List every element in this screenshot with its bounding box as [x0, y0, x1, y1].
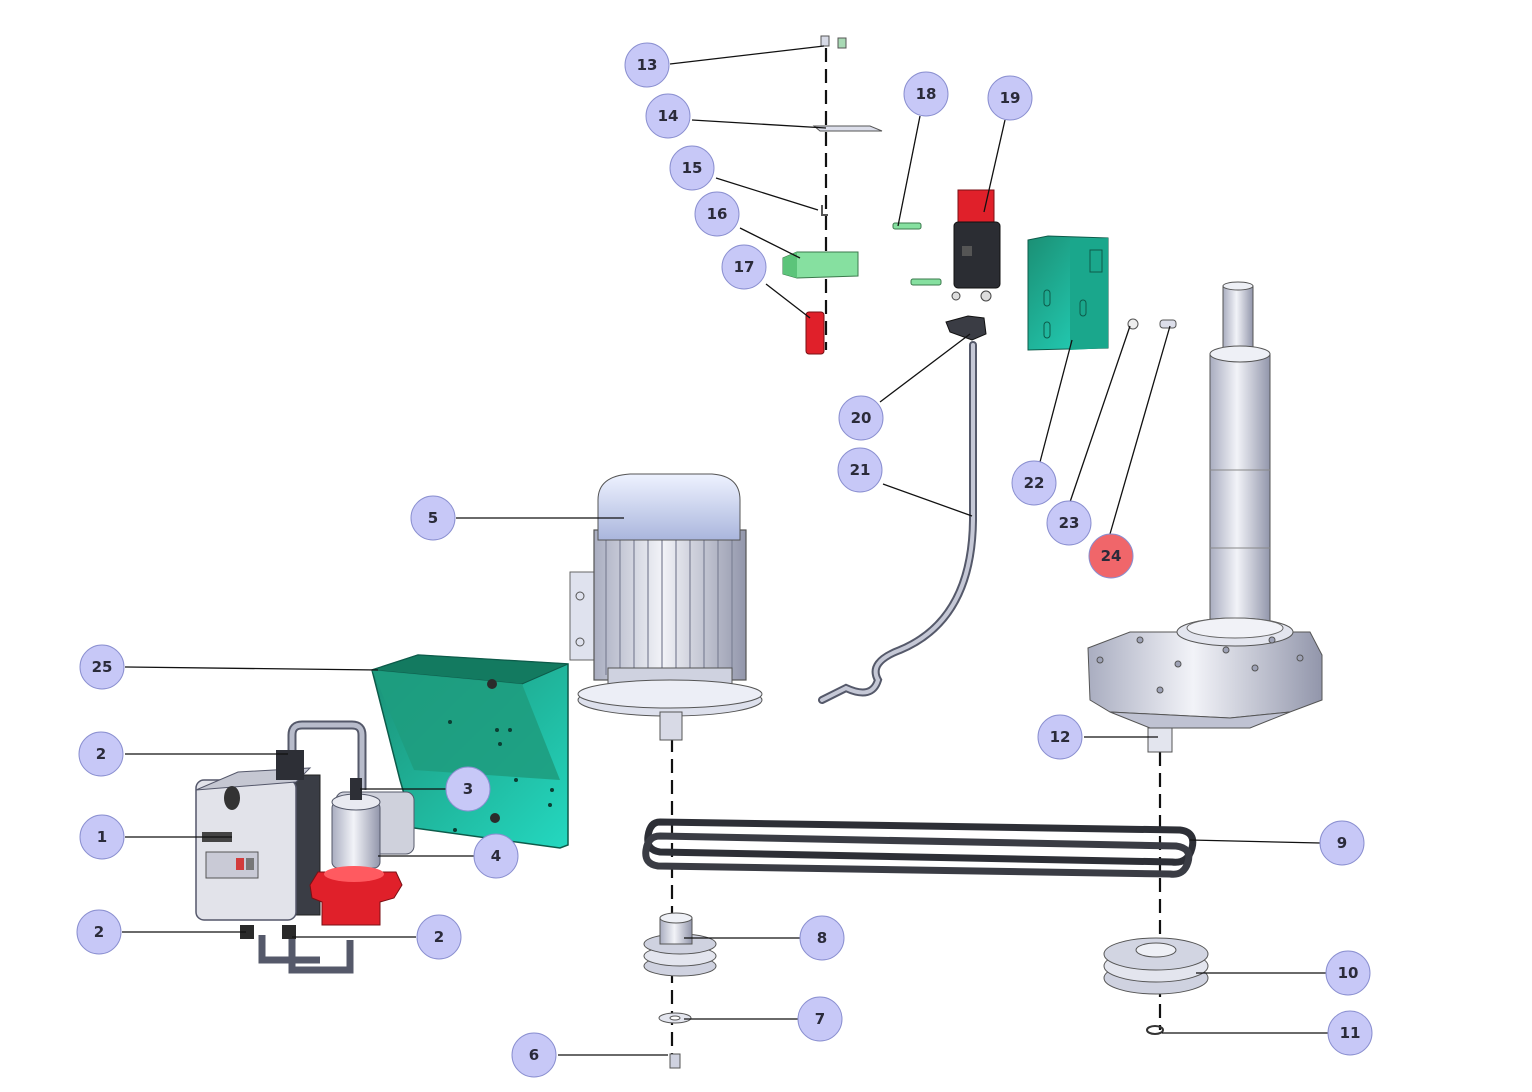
callout-circle: [78, 731, 124, 777]
callout-23: 23: [1046, 500, 1092, 546]
callout-25: 25: [79, 644, 125, 690]
callout-label: 4: [491, 847, 501, 865]
callout-circle: [645, 93, 691, 139]
callout-circle: [721, 244, 767, 290]
motor-pulley: [643, 912, 717, 1069]
callout-circle: [669, 145, 715, 191]
callout-label: 23: [1059, 514, 1080, 532]
callout-label: 15: [682, 159, 703, 177]
safety-switch: [892, 189, 1001, 341]
callout-label: 18: [916, 85, 937, 103]
callout-circle: [79, 644, 125, 690]
callout-21: 21: [837, 447, 883, 493]
lid-assembly: [782, 35, 883, 355]
callout-label: 2: [96, 745, 106, 763]
callout-2: 2: [78, 731, 124, 777]
callout-20: 20: [838, 395, 884, 441]
callout-16: 16: [694, 191, 740, 237]
callout-circle: [799, 915, 845, 961]
callout-circle: [837, 447, 883, 493]
callout-8: 8: [799, 915, 845, 961]
callout-label: 9: [1337, 834, 1347, 852]
callout-11: 11: [1327, 1010, 1373, 1056]
callout-circle: [838, 395, 884, 441]
callout-15: 15: [669, 145, 715, 191]
callout-24: 24: [1088, 533, 1134, 579]
callout-circle: [445, 766, 491, 812]
callout-17: 17: [721, 244, 767, 290]
motor-guard-panel: [371, 654, 569, 849]
callout-circle: [1088, 533, 1134, 579]
callout-label: 2: [94, 923, 104, 941]
switch-bracket: [1027, 235, 1177, 351]
callout-circle: [797, 996, 843, 1042]
callout-14: 14: [645, 93, 691, 139]
callout-label: 5: [428, 509, 438, 527]
callout-label: 1: [97, 828, 107, 846]
callout-5: 5: [410, 495, 456, 541]
callout-1: 1: [79, 814, 125, 860]
callout-circle: [511, 1032, 557, 1078]
callout-circle: [1011, 460, 1057, 506]
callout-label: 19: [1000, 89, 1021, 107]
callout-circle: [1327, 1010, 1373, 1056]
callout-label: 21: [850, 461, 871, 479]
callout-2: 2: [416, 914, 462, 960]
callout-6: 6: [511, 1032, 557, 1078]
callout-2: 2: [76, 909, 122, 955]
callout-circle: [416, 914, 462, 960]
callout-circle: [76, 909, 122, 955]
callout-label: 6: [529, 1046, 539, 1064]
knob-switch: [309, 778, 415, 926]
callout-label: 12: [1050, 728, 1071, 746]
callout-label: 10: [1338, 964, 1359, 982]
gearbox-column: [1087, 281, 1323, 753]
callout-7: 7: [797, 996, 843, 1042]
callout-18: 18: [903, 71, 949, 117]
callout-circle: [1037, 714, 1083, 760]
callout-12: 12: [1037, 714, 1083, 760]
motor: [569, 473, 763, 741]
callout-label: 2: [434, 928, 444, 946]
callout-19: 19: [987, 75, 1033, 121]
drive-belt: [642, 818, 1197, 878]
callout-circle: [624, 42, 670, 88]
callout-label: 13: [637, 56, 658, 74]
callout-circle: [1319, 820, 1365, 866]
callout-circle: [694, 191, 740, 237]
callout-circle: [473, 833, 519, 879]
callout-label: 8: [817, 929, 827, 947]
callout-13: 13: [624, 42, 670, 88]
callout-label: 17: [734, 258, 755, 276]
callout-circle: [1325, 950, 1371, 996]
callout-label: 3: [463, 780, 473, 798]
callout-circle: [79, 814, 125, 860]
flex-cable: [818, 341, 977, 704]
callout-10: 10: [1325, 950, 1371, 996]
leader-lines: [122, 45, 1328, 1056]
callout-label: 11: [1340, 1024, 1361, 1042]
callout-label: 22: [1024, 474, 1045, 492]
callout-label: 20: [851, 409, 872, 427]
callout-label: 16: [707, 205, 728, 223]
callout-circle: [903, 71, 949, 117]
gearbox-pulley: [1103, 937, 1209, 1035]
callout-circle: [410, 495, 456, 541]
callout-4: 4: [473, 833, 519, 879]
callout-label: 25: [92, 658, 113, 676]
callout-label: 7: [815, 1010, 825, 1028]
callout-label: 14: [658, 107, 679, 125]
callout-3: 3: [445, 766, 491, 812]
callout-circle: [987, 75, 1033, 121]
callout-label: 24: [1101, 547, 1122, 565]
callout-circle: [1046, 500, 1092, 546]
callout-22: 22: [1011, 460, 1057, 506]
callout-9: 9: [1319, 820, 1365, 866]
